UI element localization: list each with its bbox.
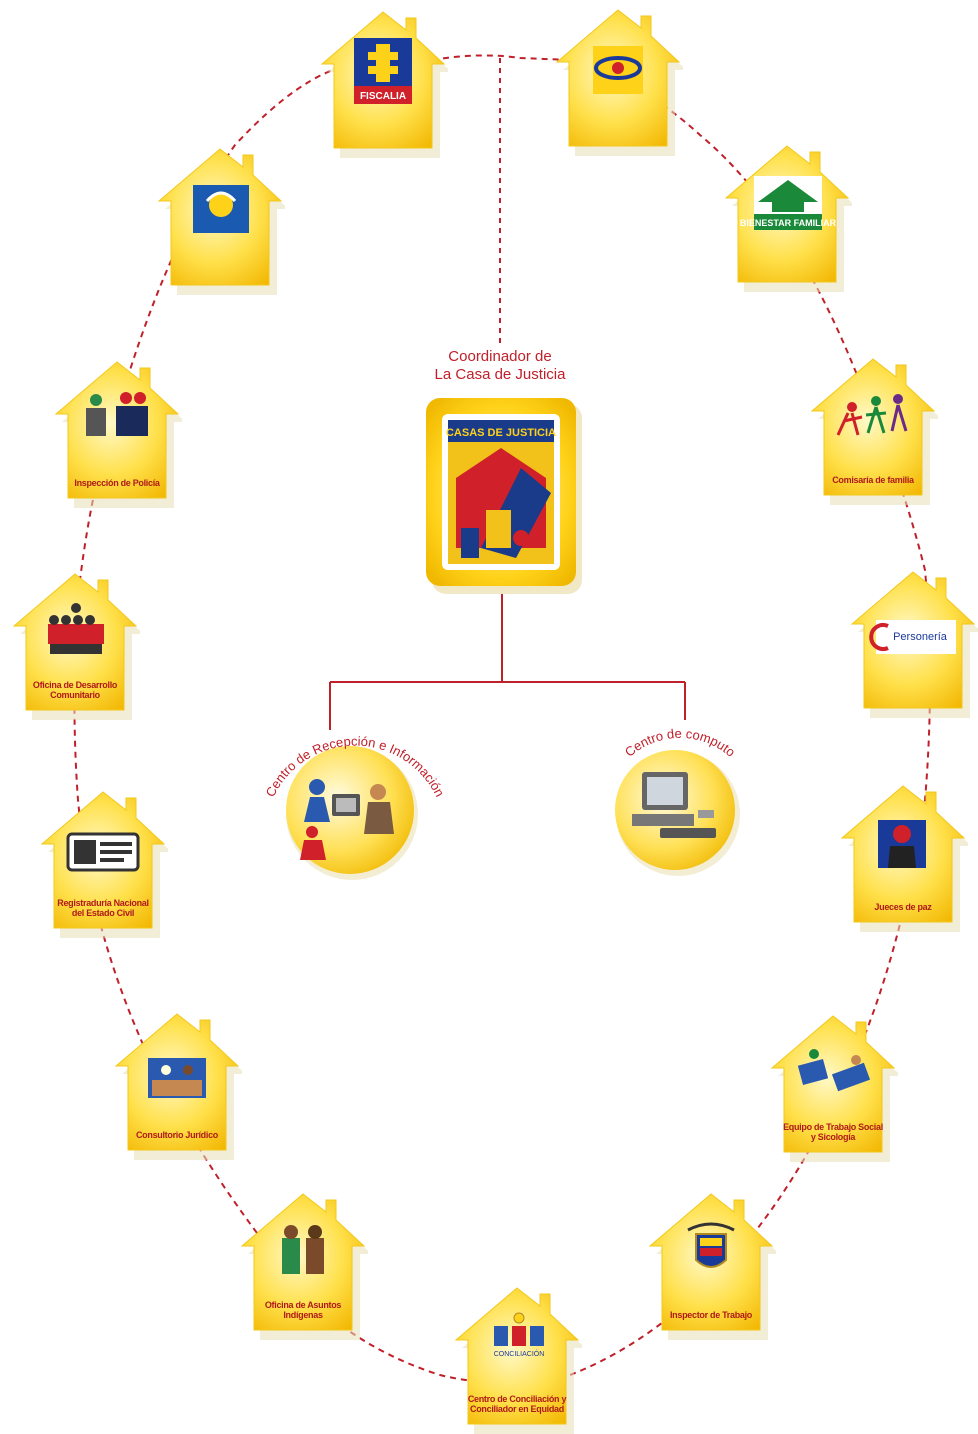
coordinator-title-line1: Coordinador de: [448, 348, 552, 365]
house-label: Inspección de Policía: [74, 478, 160, 488]
house-bienestar[interactable]: BIENESTAR FAMILIAR: [722, 142, 852, 292]
dashed-ring: [73, 54, 931, 1384]
svg-text:CONCILIACIÓN: CONCILIACIÓN: [494, 1349, 545, 1358]
reception-people-icon: [286, 746, 418, 880]
fiscalia-logo-icon: FISCALIA: [354, 38, 412, 104]
house-label: Oficina de Desarrollo Comunitario: [32, 680, 118, 700]
police-figures-icon: [86, 392, 148, 436]
conciliation-logo-icon: CONCILIACIÓN: [494, 1312, 545, 1358]
svg-text:FISCALIA: FISCALIA: [360, 91, 406, 102]
house-registraduria[interactable]: Registraduría Nacional del Estado Civil: [38, 788, 168, 938]
house-medicina-legal[interactable]: [553, 6, 683, 156]
svg-text:Centro de computo: Centro de computo: [622, 726, 738, 760]
id-card-icon: [66, 832, 140, 872]
family-figures-icon: [836, 394, 908, 436]
social-work-icon: [797, 1049, 871, 1092]
medicina-legal-eye-icon: [593, 46, 643, 94]
house-conciliacion[interactable]: CONCILIACIÓN Centro de Conciliación y Con…: [452, 1284, 582, 1434]
house-personeria[interactable]: Personería: [848, 568, 978, 718]
legal-desk-icon: [148, 1058, 206, 1098]
coordinator-title: Coordinador de La Casa de Justicia: [400, 348, 600, 384]
svg-text:Centro de Recepción e Informac: Centro de Recepción e Información: [263, 734, 448, 800]
house-label: Centro de Conciliación y Conciliador en …: [467, 1394, 567, 1414]
house-label: Inspector de Trabajo: [669, 1310, 753, 1320]
coat-of-arms-icon: [687, 1222, 735, 1268]
house-label: Registraduría Nacional del Estado Civil: [57, 898, 149, 918]
house-label: Comisaría de familia: [832, 475, 914, 485]
judge-figure-icon: [878, 820, 926, 868]
computer-icon: [615, 750, 740, 876]
house-desarrollo[interactable]: Oficina de Desarrollo Comunitario: [10, 570, 140, 720]
house-derechos-humanos[interactable]: [155, 145, 285, 295]
casas-de-justicia-logo-icon: CASAS DE JUSTICIA: [426, 398, 582, 594]
svg-text:CASAS DE JUSTICIA: CASAS DE JUSTICIA: [446, 427, 556, 439]
centro-computo-label: Centro de computo: [622, 726, 738, 760]
house-equipo[interactable]: Equipo de Trabajo Social y Sicología: [768, 1012, 898, 1162]
centro-recepcion-circle[interactable]: [282, 742, 422, 882]
house-fiscalia[interactable]: FISCALIA: [318, 8, 448, 158]
human-rights-logo-icon: [193, 185, 249, 233]
house-inspector-trabajo[interactable]: Inspector de Trabajo: [646, 1190, 776, 1340]
centro-computo-circle[interactable]: [610, 744, 744, 878]
house-jueces[interactable]: Jueces de paz: [838, 782, 968, 932]
community-meeting-icon: [48, 603, 104, 654]
centro-recepcion-label: Centro de Recepción e Información: [263, 734, 448, 800]
svg-text:Personería: Personería: [893, 631, 948, 643]
personeria-logo-icon: Personería: [869, 620, 956, 654]
indigenous-figures-icon: [282, 1225, 324, 1274]
house-label: Oficina de Asuntos Indígenas: [264, 1300, 342, 1320]
svg-text:BIENESTAR FAMILIAR: BIENESTAR FAMILIAR: [740, 218, 837, 228]
coordinator-title-line2: La Casa de Justicia: [434, 366, 566, 383]
coordinator-card[interactable]: CASAS DE JUSTICIA: [426, 398, 584, 594]
house-label: Jueces de paz: [874, 902, 932, 912]
house-indigenas[interactable]: Oficina de Asuntos Indígenas: [238, 1190, 368, 1340]
house-consultorio[interactable]: Consultorio Jurídico: [112, 1010, 242, 1160]
house-comisaria[interactable]: Comisaría de familia: [808, 355, 938, 505]
bienestar-familiar-logo-icon: BIENESTAR FAMILIAR: [740, 176, 837, 230]
house-inspeccion-policia[interactable]: Inspección de Policía: [52, 358, 182, 508]
house-label: Equipo de Trabajo Social y Sicología: [783, 1122, 883, 1142]
house-label: Consultorio Jurídico: [135, 1130, 218, 1140]
